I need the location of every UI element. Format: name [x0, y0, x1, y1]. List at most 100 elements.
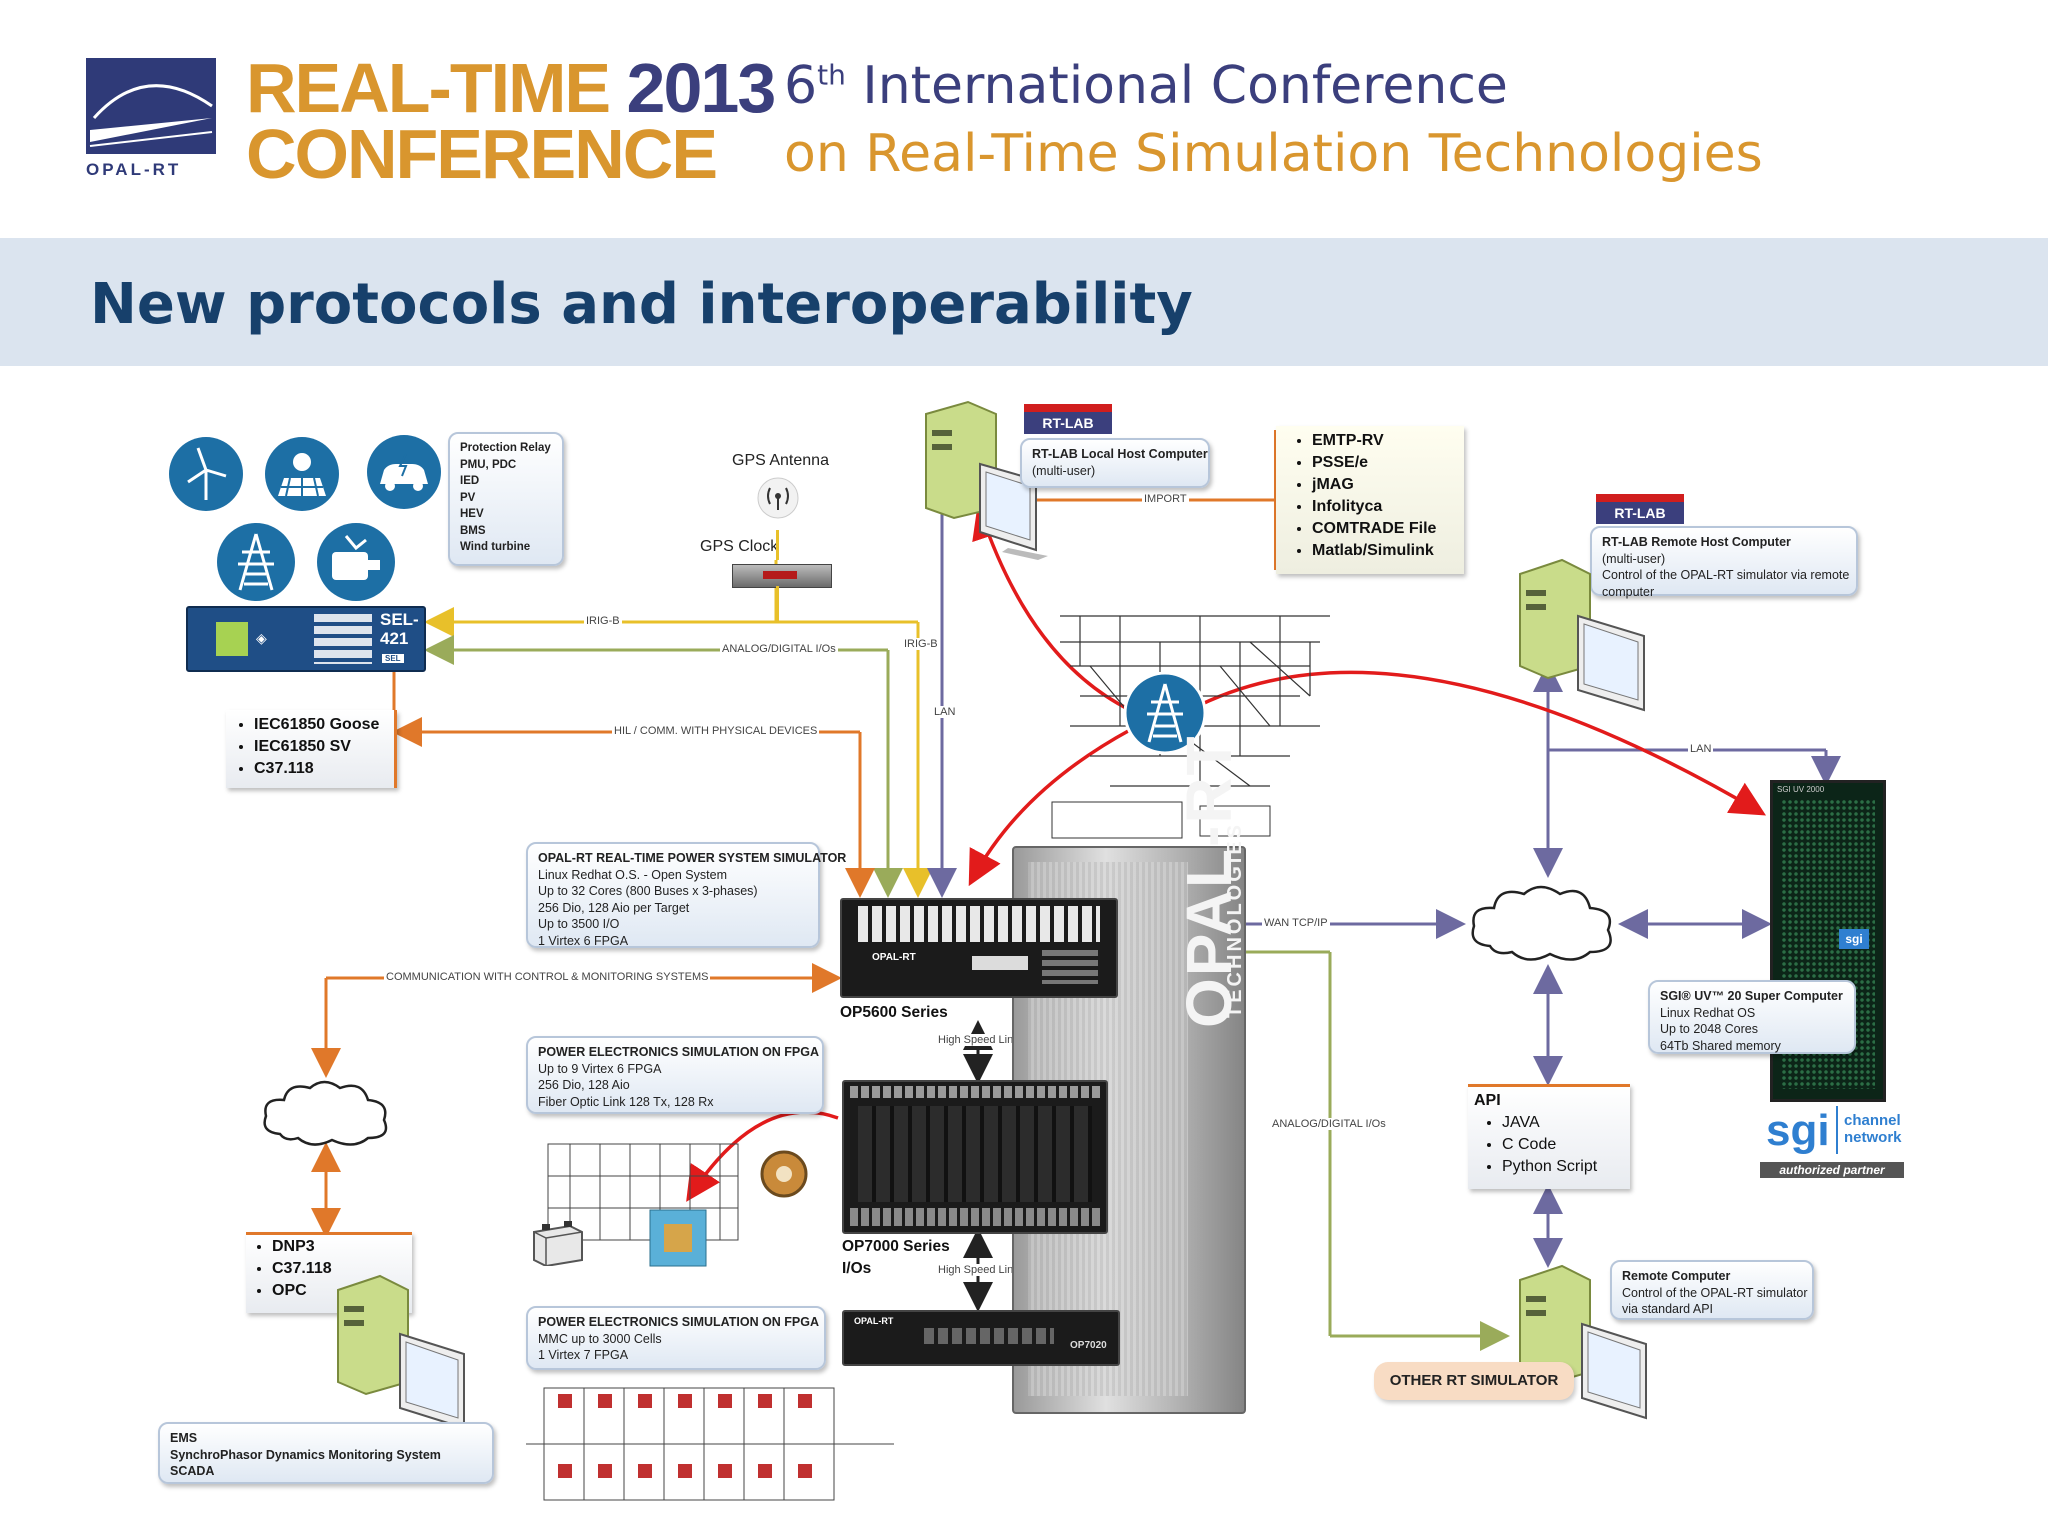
local-host-box: RT-LAB Local Host Computer (multi-user)	[1020, 438, 1210, 488]
protocol-item: DNP3	[272, 1236, 332, 1258]
wind-turbine-icon	[169, 437, 243, 511]
ems-line: EMS	[170, 1431, 198, 1445]
link-label-irig-b: IRIG-B	[902, 638, 940, 650]
brand-line-2: CONFERENCE	[246, 115, 718, 193]
sgi-line: Up to 2048 Cores	[1660, 1022, 1758, 1036]
gps-clock-label: GPS Clock	[700, 538, 779, 555]
link-label-irig-b: IRIG-B	[584, 615, 622, 627]
sgi-channel-text: channel network	[1844, 1112, 1902, 1146]
local-host-title: RT-LAB Local Host Computer	[1032, 447, 1208, 461]
simulator-line: Up to 3500 I/O	[538, 917, 620, 931]
mmc-schematic-icon	[526, 1387, 894, 1501]
gps-antenna-label: GPS Antenna	[732, 452, 829, 469]
ems-computer-icon	[337, 1274, 465, 1430]
local-host-computer-icon	[925, 400, 1048, 560]
sgi-channel-line1: channel	[1844, 1112, 1901, 1129]
pe-fpga-title: POWER ELECTRONICS SIMULATION ON FPGA	[538, 1315, 820, 1329]
ems-line: SynchroPhasor Dynamics Monitoring System	[170, 1447, 441, 1462]
api-item: Python Script	[1502, 1156, 1597, 1178]
protocol-item: IEC61850 SV	[254, 736, 379, 758]
op7000-chassis	[842, 1080, 1108, 1234]
relay-model-line2: 421	[380, 629, 409, 648]
op5600-chassis: OPAL-RT	[840, 898, 1118, 998]
transmission-tower-icon	[217, 523, 295, 601]
gps-clock-display	[763, 571, 797, 579]
relay-nav-icon: ◈	[256, 630, 267, 646]
relay-display	[216, 622, 248, 656]
rack-brand-sub: TECHNOLOGIES	[1224, 821, 1246, 1018]
remote-host-line: computer	[1602, 584, 1655, 599]
op7020-ports	[924, 1328, 1054, 1344]
rt-lab-logo: RT-LAB	[1596, 494, 1684, 524]
link-label-high-speed: High Speed Link	[936, 1034, 1021, 1046]
sgi-logo-divider	[1836, 1106, 1838, 1154]
op7000-top-vents	[850, 1086, 1100, 1098]
simulator-line: Linux Redhat O.S. - Open System	[538, 867, 727, 882]
simulator-line: 1 Virtex 6 FPGA	[538, 933, 629, 948]
op5600-label: OP5600 Series	[840, 1004, 948, 1021]
remote-host-title: RT-LAB Remote Host Computer	[1602, 535, 1791, 549]
remote-host-line: Control of the OPAL-RT simulator via rem…	[1602, 568, 1850, 582]
relay-model-line1: SEL-	[380, 610, 419, 629]
op5600-ports	[858, 906, 1100, 942]
sgi-line: Linux Redhat OS	[1660, 1005, 1756, 1020]
relay-brand: SEL	[382, 654, 404, 663]
link-label-high-speed: High Speed Link	[936, 1264, 1021, 1276]
protocol-item: C37.118	[254, 758, 379, 780]
link-label-import: IMPORT	[1142, 493, 1189, 505]
op7000-label: OP7000 Series I/Os	[842, 1236, 950, 1280]
iec-protocols-box	[226, 710, 397, 788]
local-host-sub: (multi-user)	[1032, 463, 1096, 478]
op7000-label-line2: I/Os	[842, 1260, 872, 1277]
pe-fpga-box-2: POWER ELECTRONICS SIMULATION ON FPGA MMC…	[526, 1306, 826, 1370]
api-box	[1468, 1084, 1630, 1189]
import-tool: COMTRADE File	[1312, 518, 1436, 540]
device-type: Protection Relay	[460, 442, 551, 454]
gps-link	[776, 530, 779, 560]
pe-fpga-line: Fiber Optic Link 128 Tx, 128 Rx	[538, 1094, 714, 1109]
device-type: PV	[460, 491, 476, 504]
remote-computer-box: Remote Computer Control of the OPAL-RT s…	[1610, 1260, 1814, 1320]
remote-host-computer-icon	[1519, 558, 1645, 712]
remote-host-line: (multi-user)	[1602, 551, 1666, 566]
pe-fpga-line: 1 Virtex 7 FPGA	[538, 1348, 629, 1362]
protocol-item: IEC61850 Goose	[254, 714, 379, 736]
remote-host-box: RT-LAB Remote Host Computer (multi-user)…	[1590, 526, 1858, 599]
sgi-info-box: SGI® UV™ 20 Super Computer Linux Redhat …	[1648, 980, 1856, 1054]
simulator-title: OPAL-RT REAL-TIME POWER SYSTEM SIMULATOR	[538, 851, 847, 865]
company-name: OPAL-RT	[86, 160, 182, 179]
sel-421-relay: ◈ SEL- 421 SEL	[186, 606, 426, 672]
rt-lab-logo: RT-LAB	[1024, 404, 1112, 434]
op7020-chassis: OPAL-RT OP7020	[842, 1310, 1120, 1366]
protocol-item: OPC	[272, 1280, 332, 1302]
network-cloud-icon	[263, 1080, 388, 1146]
sgi-title: SGI® UV™ 20 Super Computer	[1660, 989, 1843, 1003]
link-label-comm-control: COMMUNICATION WITH CONTROL & MONITORING …	[384, 971, 711, 983]
device-type: BMS	[460, 524, 486, 537]
conf-ordinal-suffix: th	[817, 58, 846, 92]
api-title: API	[1474, 1092, 1501, 1109]
network-cloud-icon	[1471, 885, 1612, 961]
import-tools-box	[1276, 426, 1464, 574]
device-type: PMU, PDC	[460, 458, 517, 471]
other-rt-simulator-label: OTHER RT SIMULATOR	[1374, 1362, 1574, 1400]
iec-protocols-list: IEC61850 Goose IEC61850 SV C37.118	[228, 714, 379, 780]
link-label-analog-digital: ANALOG/DIGITAL I/Os	[1270, 1118, 1388, 1130]
import-tool: jMAG	[1312, 474, 1436, 496]
import-tool: PSSE/e	[1312, 452, 1436, 474]
op7000-bottom-vents	[850, 1208, 1100, 1226]
grid-tower-icon	[1124, 672, 1206, 754]
import-tool: Matlab/Simulink	[1312, 540, 1436, 562]
api-item: C Code	[1502, 1134, 1597, 1156]
pe-fpga-line: Up to 9 Virtex 6 FPGA	[538, 1061, 662, 1076]
battery-icon	[533, 1221, 583, 1266]
remote-computer-icon	[1519, 1264, 1647, 1420]
op7020-brand: OPAL-RT	[854, 1316, 894, 1326]
gps-irig-link	[776, 586, 779, 622]
op7020-label: OP7020	[1070, 1340, 1107, 1351]
conf-line-1: 6th International Conference	[784, 56, 1508, 116]
link-label-lan: LAN	[932, 706, 958, 718]
protocol-item: C37.118	[272, 1258, 332, 1280]
conf-line-2: on Real-Time Simulation Technologies	[784, 124, 1763, 184]
